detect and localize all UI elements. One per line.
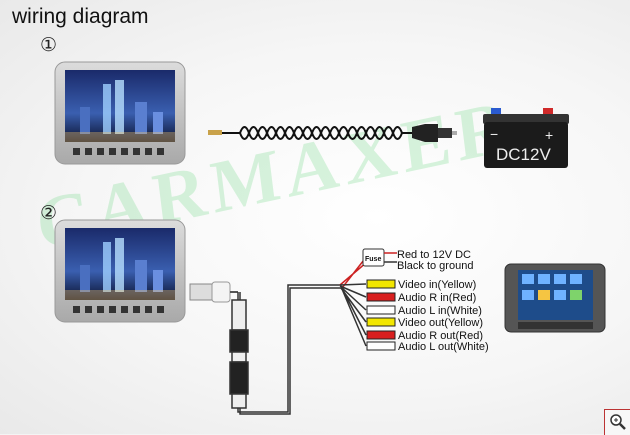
page-title: wiring diagram bbox=[12, 5, 149, 28]
rca-connector: Audio R out(Red) bbox=[366, 330, 483, 342]
fuse: Fuse bbox=[362, 248, 397, 267]
rca-connector: Video out(Yellow) bbox=[366, 317, 483, 329]
rca-plug bbox=[366, 279, 396, 289]
zoom-button[interactable] bbox=[604, 409, 630, 435]
usb-plug bbox=[189, 281, 238, 303]
headrest-monitor-2 bbox=[54, 219, 186, 323]
connection-label: Black to ground bbox=[397, 260, 473, 272]
rca-plug bbox=[366, 292, 396, 302]
rca-connector: Audio R in(Red) bbox=[366, 292, 476, 304]
battery-label: DC12V bbox=[496, 145, 551, 164]
connection-label: Red to 12V DC bbox=[397, 249, 471, 261]
rca-connector: Audio L out(White) bbox=[366, 341, 489, 353]
battery: − + DC12V bbox=[483, 108, 569, 168]
rca-plug bbox=[366, 317, 396, 327]
rca-connector: Audio L in(White) bbox=[366, 305, 482, 317]
rca-plug bbox=[366, 330, 396, 340]
rca-plug bbox=[366, 341, 396, 351]
rca-connector: Video in(Yellow) bbox=[366, 279, 476, 291]
connection-label: Audio R out(Red) bbox=[398, 330, 483, 342]
wire-harness bbox=[229, 255, 368, 415]
magnifier-icon bbox=[610, 414, 626, 430]
headrest-monitor-1 bbox=[54, 61, 186, 165]
rca-plug bbox=[366, 305, 396, 315]
cigarette-lighter-plug bbox=[412, 124, 457, 142]
connection-label: Audio L out(White) bbox=[398, 341, 489, 353]
connection-label: Video in(Yellow) bbox=[398, 279, 476, 291]
connection-label: Audio R in(Red) bbox=[398, 292, 476, 304]
svg-text:Fuse: Fuse bbox=[365, 256, 381, 263]
step-1-marker: ① bbox=[40, 34, 58, 56]
step-2-marker: ② bbox=[40, 202, 58, 224]
coiled-power-cable bbox=[208, 126, 412, 140]
connection-label: Video out(Yellow) bbox=[398, 317, 483, 329]
car-head-unit bbox=[504, 263, 606, 333]
connection-label: Audio L in(White) bbox=[398, 305, 482, 317]
battery-plus: + bbox=[545, 127, 553, 143]
battery-minus: − bbox=[490, 126, 498, 142]
rca-connectors: Video in(Yellow)Audio R in(Red)Audio L i… bbox=[366, 279, 489, 353]
